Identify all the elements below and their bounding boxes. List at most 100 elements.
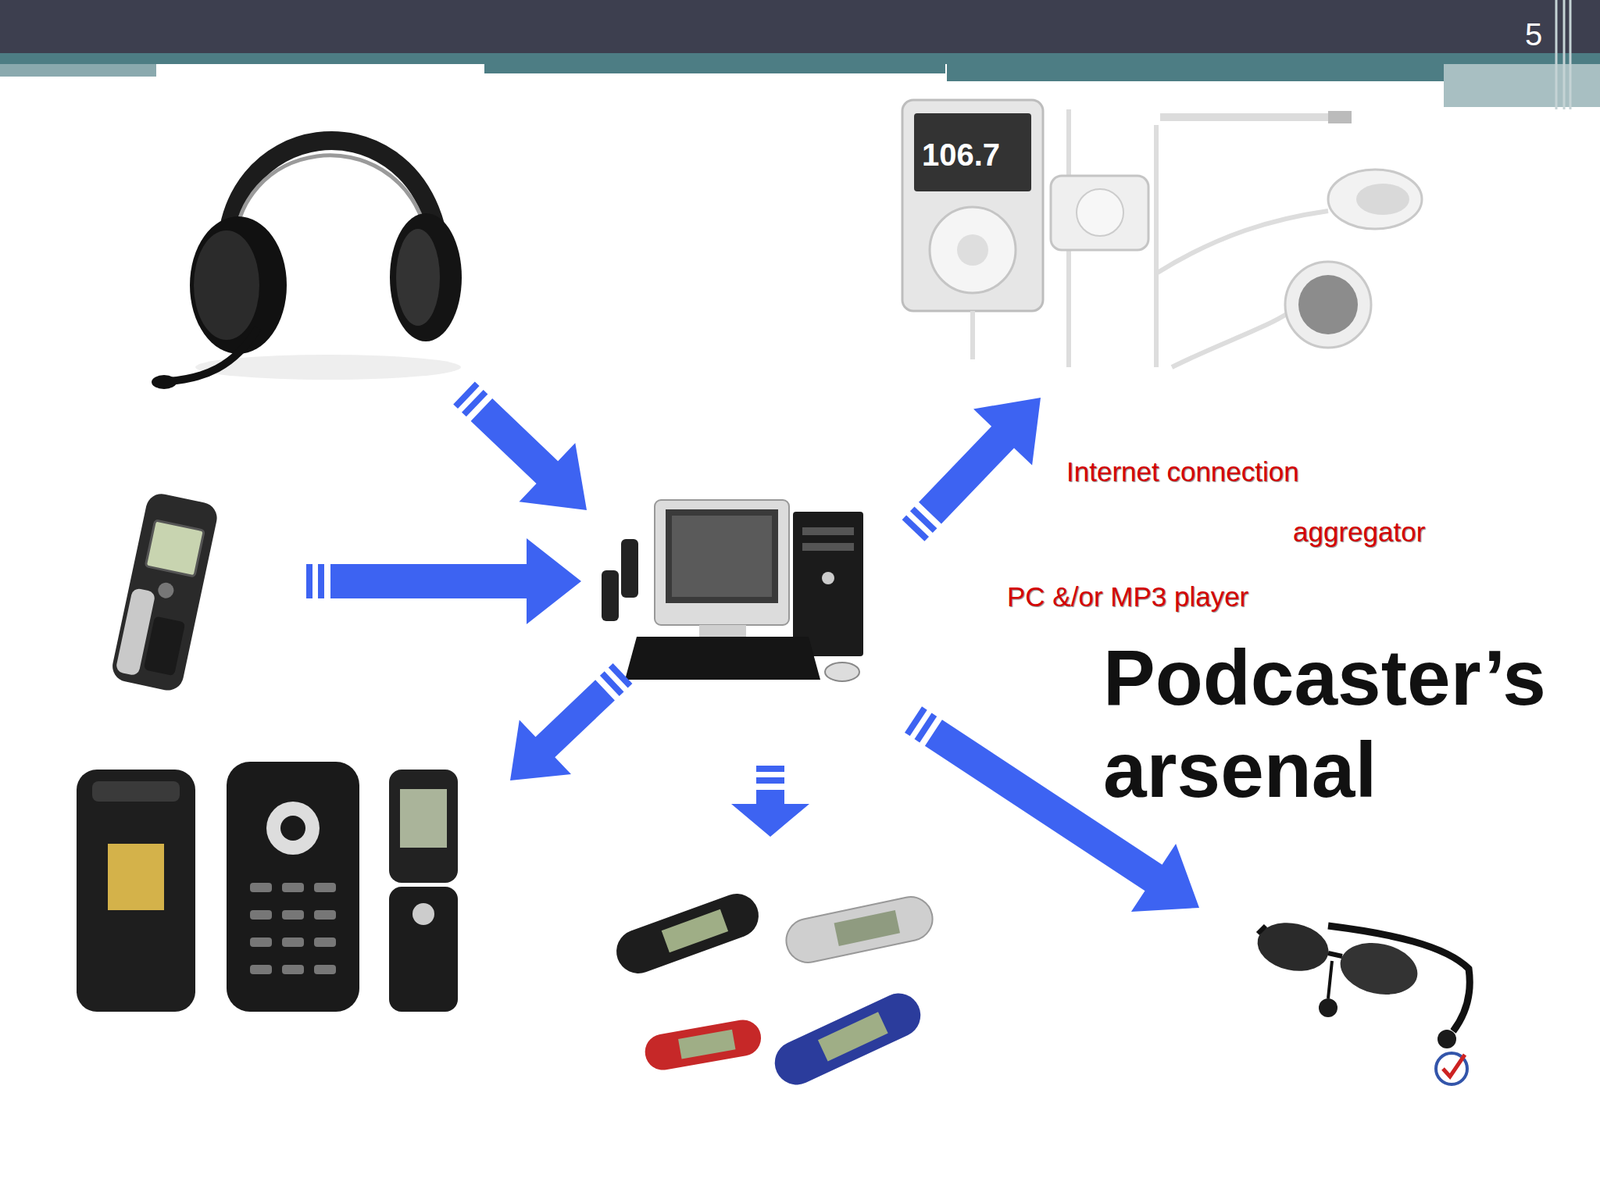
desktop-computer-part [802,542,854,551]
voice-recorder-part [145,520,204,577]
voice-recorder-part [143,615,186,676]
mobile-phones-part-part [250,910,272,920]
mobile-phones-part [412,903,435,925]
mobile-phones-part-part [314,937,336,947]
mobile-phones-part [250,882,336,975]
ipod-and-earphones-part [1160,113,1329,122]
ipod-and-earphones [902,100,1422,368]
mp3-sticks-part [610,887,765,980]
mobile-phones-part-part [282,910,304,920]
header-bar [0,0,1600,110]
headset-part [167,328,258,382]
headset [151,140,462,390]
mp3-sunglasses-part [1437,1029,1457,1049]
mobile-phones [76,761,458,1012]
mobile-phones-part-part [282,937,304,947]
mobile-phones-part [107,843,165,911]
mp3-sunglasses-part [1328,960,1333,999]
mp3-sticks-part-part [817,1011,889,1061]
ipod-and-earphones-part [1156,210,1329,274]
ipod-and-earphones-part [1153,125,1159,368]
ipod-and-earphones-part [1298,275,1358,335]
headset-part [389,213,462,342]
mobile-phones-part [400,789,447,848]
headset-part [189,216,287,354]
desktop-computer-part [821,571,835,585]
mp3-sticks-part-part [661,909,729,954]
blue-arrow [731,789,810,837]
ipod-and-earphones-part [1076,189,1124,236]
mp3-sunglasses-part [1335,935,1422,1001]
red-note: PC &/or MP3 player [1007,581,1249,613]
ipod-and-earphones-part [902,100,1043,311]
mobile-phones-part [76,769,196,1012]
blue-arrow [317,564,325,599]
mobile-phones-part-part [250,937,272,947]
header-bar-part [1443,64,1600,108]
blue-arrow [510,679,615,781]
header-bar-part [946,64,1447,82]
desktop-computer-part [601,570,619,622]
mobile-phones-part [266,801,320,855]
ipod-and-earphones-part [914,113,1032,192]
mp3-sticks-part-part [782,892,936,967]
mobile-phones-part-part [250,882,272,893]
mobile-phones-part [389,769,458,883]
blue-arrow [306,564,313,599]
mp3-sunglasses-part [1442,1054,1465,1077]
mp3-sunglasses-part [1257,925,1266,934]
desktop-computer [601,500,864,682]
header-bar-part [1569,0,1572,110]
desktop-computer-part [671,515,772,597]
mobile-phones-part-part [314,882,336,893]
mp3-sticks-part-part [834,910,900,947]
desktop-computer-part [802,527,854,536]
ipod-and-earphones-part [1171,312,1290,368]
mp3-sticks-part [642,1017,765,1073]
desktop-computer-part [792,511,864,657]
voice-recorder [109,491,220,694]
page-number: 5 [1525,17,1543,53]
red-note: Internet connection [1066,456,1300,488]
mp3-sticks-part [767,985,929,1092]
desktop-computer-part [825,662,860,682]
ipod-and-earphones-part [1285,261,1372,348]
mp3-sticks-part-part [610,887,765,980]
mobile-phones-part [92,781,180,802]
header-bar-part [1563,0,1566,110]
mobile-phones-part [226,761,360,1012]
desktop-computer-part [665,509,779,604]
blue-arrow [756,777,785,784]
blue-arrow [471,398,587,511]
ipod-and-earphones-part [957,234,989,266]
mp3-sunglasses [1253,916,1471,1085]
ipod-and-earphones-part [1050,175,1149,250]
desktop-computer-part [654,500,790,625]
voice-recorder-part [156,581,175,600]
desktop-computer-part [625,636,821,680]
mobile-phones-part-part [314,964,336,975]
mobile-phones-part-part [250,964,272,975]
mp3-sunglasses-part [1253,916,1333,978]
blue-arrow [918,397,1041,525]
mp3-sunglasses-part [1328,925,1470,1032]
blue-arrows [306,382,1200,912]
mp3-sunglasses-part [1328,953,1343,957]
mp3-sticks-part-part [678,1029,736,1060]
headset-part [396,228,440,326]
ipod-and-earphones-part [929,207,1016,293]
red-note: aggregator [1292,516,1425,548]
slide-title: Podcaster’s arsenal [1103,631,1588,816]
blue-arrow [330,538,582,625]
ipod-and-earphones-part [970,310,975,360]
header-bar-part [1555,0,1558,110]
desktop-computer-part [621,539,639,598]
radio-frequency: 106.7 [921,137,1000,173]
headset-part [151,375,177,390]
blue-arrow [756,765,785,772]
ipod-and-earphones-part [1356,183,1410,215]
mobile-phones-part-part [282,964,304,975]
ipod-and-earphones-part [1328,110,1352,124]
